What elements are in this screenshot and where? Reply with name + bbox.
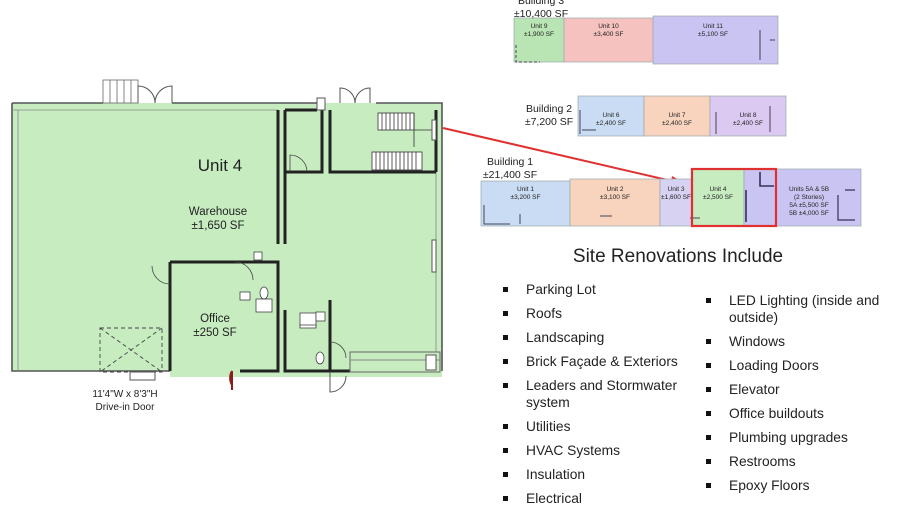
unit-9-name: Unit 9 bbox=[530, 23, 548, 30]
unit-10-name: Unit 10 bbox=[598, 23, 619, 30]
list-item: Utilities bbox=[500, 418, 700, 435]
units-5-name: Units 5A & 5B bbox=[788, 186, 830, 193]
list-item: Insulation bbox=[500, 466, 700, 483]
list-item: LED Lighting (inside and outside) bbox=[703, 292, 903, 326]
unit-7-name: Unit 7 bbox=[668, 112, 686, 119]
office-area: ±250 SF bbox=[193, 327, 237, 339]
unit-11-label: Unit 11 ±5,100 SF bbox=[653, 23, 773, 39]
unit4-stairs-upper bbox=[377, 112, 436, 147]
unit-10-area: ±3,400 SF bbox=[593, 31, 624, 38]
unit4-title: Unit 4 bbox=[197, 156, 243, 175]
building-3-area: ±10,400 SF bbox=[513, 8, 569, 20]
building-3-label: Building 3 ±10,400 SF bbox=[506, 0, 576, 21]
list-item: Roofs bbox=[500, 305, 700, 322]
building-2-label: Building 2 ±7,200 SF bbox=[514, 103, 584, 129]
unit-5a-area: 5A ±5,500 SF bbox=[789, 202, 829, 209]
building-3-name: Building 3 bbox=[517, 0, 565, 7]
unit-4-name: Unit 4 bbox=[709, 186, 727, 193]
unit4-interior-walls bbox=[168, 108, 438, 373]
list-item: Restrooms bbox=[703, 453, 903, 470]
list-item: Leaders and Stormwater system bbox=[500, 377, 700, 411]
unit-6-label: Unit 6 ±2,400 SF bbox=[578, 112, 644, 128]
unit4-door-swings bbox=[151, 154, 347, 359]
office-door-swing bbox=[229, 370, 233, 390]
unit-8-name: Unit 8 bbox=[739, 112, 757, 119]
unit-6-name: Unit 6 bbox=[602, 112, 620, 119]
unit-11-name: Unit 11 bbox=[702, 23, 724, 30]
list-item: Brick Façade & Exteriors bbox=[500, 353, 700, 370]
list-item: Windows bbox=[703, 333, 903, 350]
list-item: Office buildouts bbox=[703, 405, 903, 422]
warehouse-label: Warehouse bbox=[188, 206, 248, 218]
unit-4-area: ±2,500 SF bbox=[703, 194, 733, 201]
unit-5b-area: 5B ±4,000 SF bbox=[789, 210, 829, 217]
list-item: Loading Doors bbox=[703, 357, 903, 374]
list-item: Landscaping bbox=[500, 329, 700, 346]
unit-4-label: Unit 4 ±2,500 SF bbox=[692, 186, 744, 202]
unit-8-label: Unit 8 ±2,400 SF bbox=[710, 112, 786, 128]
drive-in-door-label: Drive-in Door bbox=[95, 402, 155, 413]
unit4-wall-details bbox=[129, 97, 441, 393]
unit4-double-door-top bbox=[137, 85, 173, 104]
unit4-double-door-right bbox=[339, 87, 371, 104]
unit-1-label: Unit 1 ±3,200 SF bbox=[481, 186, 570, 202]
unit-2-area: ±3,100 SF bbox=[600, 194, 630, 201]
units-5-stories: (2 Stories) bbox=[794, 194, 824, 201]
building-1-label: Building 1 ±21,400 SF bbox=[475, 156, 545, 182]
list-item: Parking Lot bbox=[500, 281, 700, 298]
building-2-name: Building 2 bbox=[525, 103, 573, 115]
unit-10-label: Unit 10 ±3,400 SF bbox=[564, 23, 653, 39]
warehouse-area: ±1,650 SF bbox=[191, 220, 245, 232]
building-1-area: ±21,400 SF bbox=[482, 169, 538, 181]
unit-3-name: Unit 3 bbox=[667, 186, 685, 193]
list-item: HVAC Systems bbox=[500, 442, 700, 459]
unit-7-label: Unit 7 ±2,400 SF bbox=[644, 112, 710, 128]
unit-2-name: Unit 2 bbox=[606, 186, 624, 193]
unit-6-area: ±2,400 SF bbox=[596, 120, 626, 127]
office-label: Office bbox=[200, 313, 230, 325]
unit-9-label: Unit 9 ±1,900 SF bbox=[514, 23, 564, 39]
unit4-stairs-lower bbox=[371, 151, 423, 171]
unit-7-area: ±2,400 SF bbox=[662, 120, 692, 127]
list-item: Plumbing upgrades bbox=[703, 429, 903, 446]
units-5a-5b-label: Units 5A & 5B (2 Stories) 5A ±5,500 SF 5… bbox=[776, 186, 842, 218]
unit-3-label: Unit 3 ±1,600 SF bbox=[658, 186, 694, 202]
list-item: Electrical bbox=[500, 490, 700, 507]
unit-9-area: ±1,900 SF bbox=[524, 31, 554, 38]
renovations-list-left: Parking Lot Roofs Landscaping Brick Faça… bbox=[500, 281, 700, 514]
renovations-heading: Site Renovations Include bbox=[572, 246, 784, 267]
unit4-floor-fill bbox=[12, 103, 442, 377]
unit4-restroom-fixtures bbox=[239, 251, 326, 365]
unit-1-area: ±3,200 SF bbox=[510, 194, 541, 201]
unit-2-label: Unit 2 ±3,100 SF bbox=[570, 186, 660, 202]
unit4-top-window bbox=[102, 79, 139, 104]
renovations-list-right: LED Lighting (inside and outside) Window… bbox=[703, 292, 903, 501]
unit-1-name: Unit 1 bbox=[517, 186, 534, 193]
list-item: Epoxy Floors bbox=[703, 477, 903, 494]
building-1-name: Building 1 bbox=[486, 156, 534, 168]
drive-in-door-size: 11'4"W x 8'3"H bbox=[92, 389, 158, 400]
building-2-area: ±7,200 SF bbox=[524, 116, 574, 128]
list-item: Elevator bbox=[703, 381, 903, 398]
unit-3-area: ±1,600 SF bbox=[661, 194, 691, 201]
unit-8-area: ±2,400 SF bbox=[733, 120, 763, 127]
unit-11-area: ±5,100 SF bbox=[698, 31, 728, 38]
